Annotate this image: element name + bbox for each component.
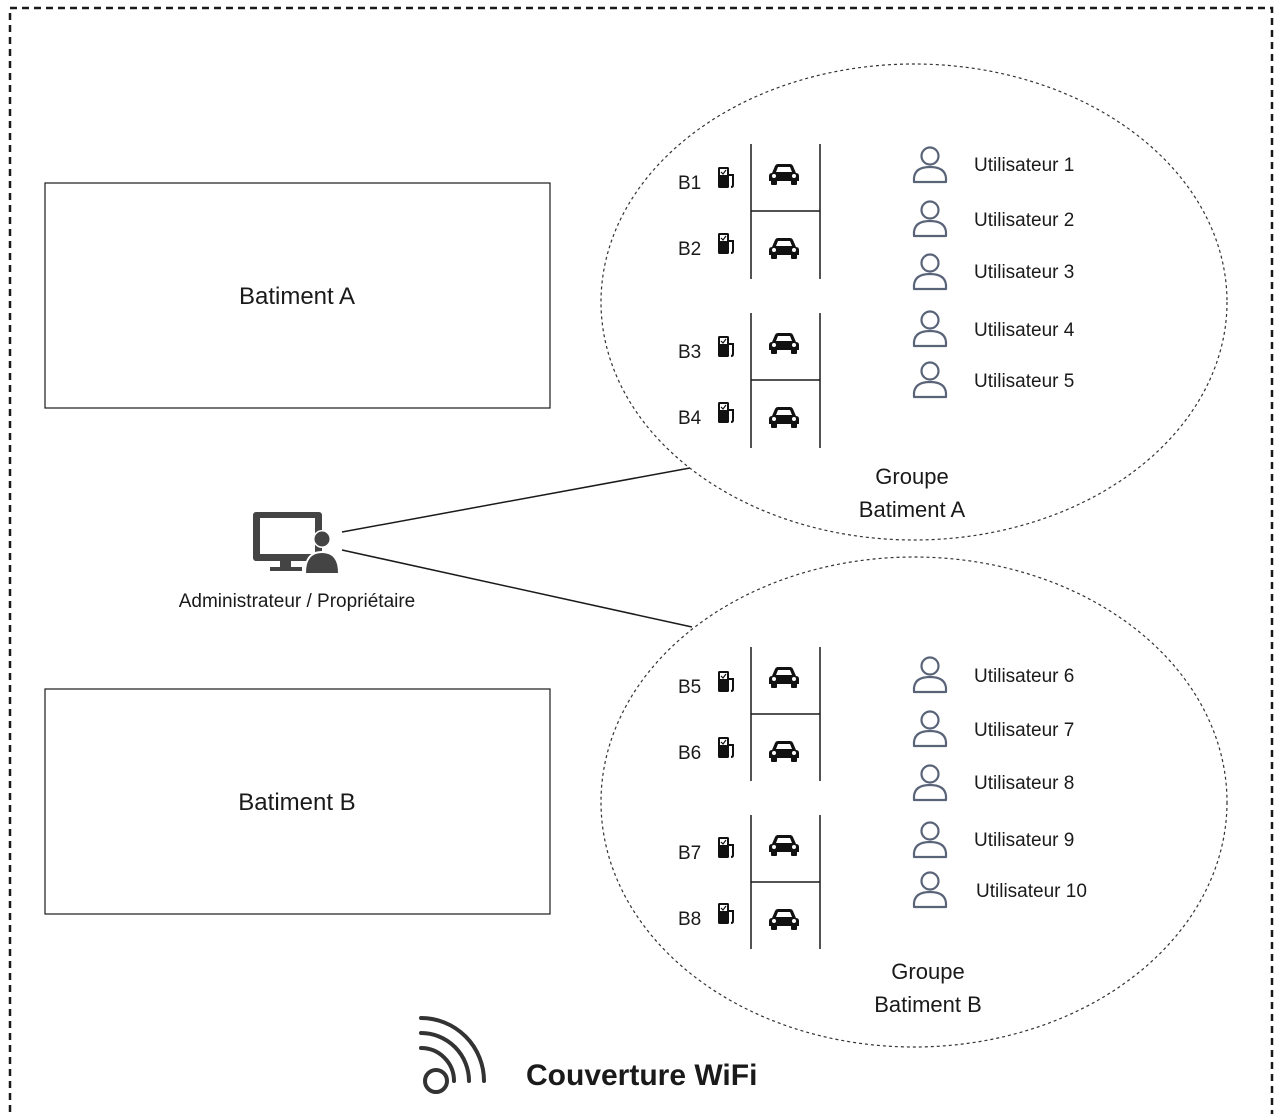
building-a: Batiment A bbox=[44, 182, 551, 409]
user-icon bbox=[912, 253, 948, 291]
user-label: Utilisateur 1 bbox=[974, 155, 1074, 176]
user-item: Utilisateur 4 bbox=[912, 310, 1075, 348]
wifi-coverage-boundary bbox=[8, 6, 1274, 1114]
user-label: Utilisateur 2 bbox=[974, 210, 1074, 231]
user-item: Utilisateur 7 bbox=[912, 710, 1074, 748]
user-label: Utilisateur 5 bbox=[974, 371, 1074, 392]
user-item: Utilisateur 10 bbox=[912, 871, 1087, 909]
borne-label-b2: B2 bbox=[678, 239, 701, 260]
parking-spot-b3: B3 bbox=[678, 333, 799, 363]
group-b-label-line1: Groupe bbox=[891, 959, 964, 984]
borne-label-b7: B7 bbox=[678, 843, 701, 864]
user-icon bbox=[912, 656, 948, 694]
ev-charger-icon bbox=[717, 836, 734, 859]
user-item: Utilisateur 6 bbox=[912, 656, 1074, 694]
user-label: Utilisateur 4 bbox=[974, 320, 1075, 341]
user-icon bbox=[912, 764, 948, 802]
parking-spot-b7: B7 bbox=[678, 835, 799, 864]
borne-label-b1: B1 bbox=[678, 173, 701, 194]
parking-spot-b2: B2 bbox=[678, 232, 799, 260]
user-label: Utilisateur 10 bbox=[976, 881, 1087, 902]
borne-label-b5: B5 bbox=[678, 677, 701, 698]
admin-label: Administrateur / Propriétaire bbox=[179, 591, 416, 612]
car-icon bbox=[769, 407, 799, 428]
group-b-boundary bbox=[600, 556, 1228, 1048]
user-item: Utilisateur 2 bbox=[912, 200, 1074, 238]
borne-label-b3: B3 bbox=[678, 342, 701, 363]
user-icon bbox=[912, 361, 948, 399]
ev-charger-icon bbox=[717, 232, 734, 255]
parking-spot-b1: B1 bbox=[678, 164, 799, 194]
group-b-label-line2: Batiment B bbox=[874, 992, 982, 1017]
ev-charger-icon bbox=[717, 902, 734, 925]
admin-to-group-a-line bbox=[341, 467, 691, 533]
wifi-icon bbox=[419, 1016, 486, 1094]
ev-charger-icon bbox=[717, 401, 734, 424]
user-list-group-b: Utilisateur 6 Utilisateur 7 Utilisateur … bbox=[912, 656, 1087, 909]
ev-charger-icon bbox=[717, 670, 734, 693]
user-item: Utilisateur 3 bbox=[912, 253, 1074, 291]
car-icon bbox=[769, 835, 799, 856]
car-icon bbox=[769, 667, 799, 688]
parking-group-b: B5 B6 B7 B8 bbox=[678, 647, 821, 949]
group-a-label-line1: Groupe bbox=[875, 464, 948, 489]
user-list-group-a: Utilisateur 1 Utilisateur 2 Utilisateur … bbox=[912, 146, 1075, 399]
parking-group-a: B1 B2 B3 B4 bbox=[678, 144, 821, 448]
borne-label-b6: B6 bbox=[678, 743, 701, 764]
parking-spot-b5: B5 bbox=[678, 667, 799, 698]
user-item: Utilisateur 8 bbox=[912, 764, 1074, 802]
user-label: Utilisateur 8 bbox=[974, 773, 1074, 794]
borne-label-b8: B8 bbox=[678, 909, 701, 930]
user-item: Utilisateur 1 bbox=[912, 146, 1074, 184]
car-icon bbox=[769, 741, 799, 762]
user-label: Utilisateur 6 bbox=[974, 666, 1074, 687]
building-b: Batiment B bbox=[44, 688, 551, 915]
ev-charger-icon bbox=[717, 166, 734, 189]
parking-spot-b8: B8 bbox=[678, 902, 799, 930]
user-item: Utilisateur 9 bbox=[912, 821, 1074, 859]
parking-spot-b4: B4 bbox=[678, 401, 799, 429]
user-label: Utilisateur 7 bbox=[974, 720, 1074, 741]
group-a-label-line2: Batiment A bbox=[859, 497, 966, 522]
admin-to-group-b-line bbox=[341, 549, 693, 628]
ev-charger-icon bbox=[717, 335, 734, 358]
user-icon bbox=[912, 871, 948, 909]
user-item: Utilisateur 5 bbox=[912, 361, 1074, 399]
wifi-coverage-title: Couverture WiFi bbox=[526, 1059, 757, 1092]
parking-spot-b6: B6 bbox=[678, 736, 799, 764]
user-label: Utilisateur 9 bbox=[974, 830, 1074, 851]
car-icon bbox=[769, 333, 799, 354]
building-b-label: Batiment B bbox=[238, 789, 355, 816]
group-a-boundary bbox=[600, 63, 1228, 541]
car-icon bbox=[769, 909, 799, 930]
user-icon bbox=[912, 310, 948, 348]
building-a-label: Batiment A bbox=[239, 283, 355, 310]
user-icon bbox=[912, 710, 948, 748]
user-label: Utilisateur 3 bbox=[974, 262, 1074, 283]
user-icon bbox=[912, 821, 948, 859]
ev-charger-icon bbox=[717, 736, 734, 759]
car-icon bbox=[769, 238, 799, 259]
borne-label-b4: B4 bbox=[678, 408, 702, 429]
user-icon bbox=[912, 200, 948, 238]
user-icon bbox=[912, 146, 948, 184]
admin-computer-icon bbox=[253, 512, 340, 574]
car-icon bbox=[769, 164, 799, 185]
